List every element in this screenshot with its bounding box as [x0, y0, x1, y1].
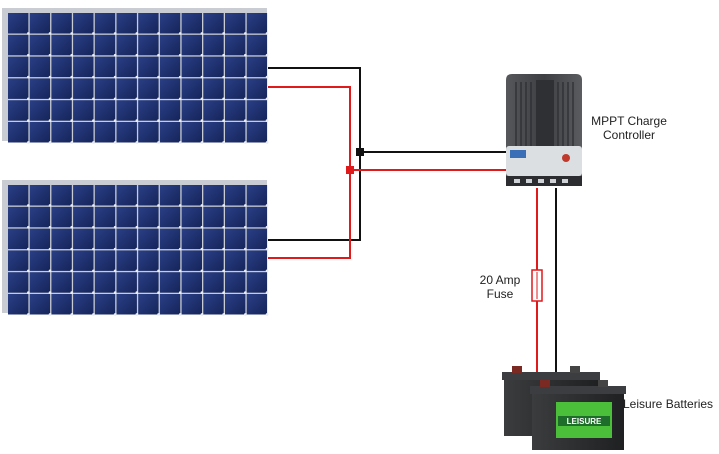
batteries-label: Leisure Batteries: [623, 397, 714, 411]
inline-fuse-icon: [531, 269, 543, 302]
panel1-positive-wire: [268, 86, 351, 259]
battery-icon: LEISURE: [502, 366, 626, 450]
positive-junction: [346, 166, 354, 174]
panel1-negative-wire: [268, 67, 361, 241]
positive-wiring: [268, 86, 538, 372]
fuse-label-line1: 20 Amp: [479, 273, 521, 287]
controller-label-line1: MPPT Charge: [591, 114, 667, 128]
charge-controller-icon: [506, 74, 582, 186]
solar-panel-top: [2, 8, 269, 144]
controller-label-line2: Controller: [602, 128, 656, 142]
panel-cells: [8, 13, 269, 144]
negative-junction: [356, 148, 364, 156]
solar-panel-bottom: [2, 180, 269, 316]
panel-cells: [8, 185, 269, 316]
battery-brand-text: LEISURE: [567, 417, 602, 426]
controller-label: MPPT Charge Controller: [586, 114, 672, 142]
fuse-label-line2: Fuse: [486, 287, 514, 301]
fuse-label: 20 Amp Fuse: [474, 273, 526, 301]
